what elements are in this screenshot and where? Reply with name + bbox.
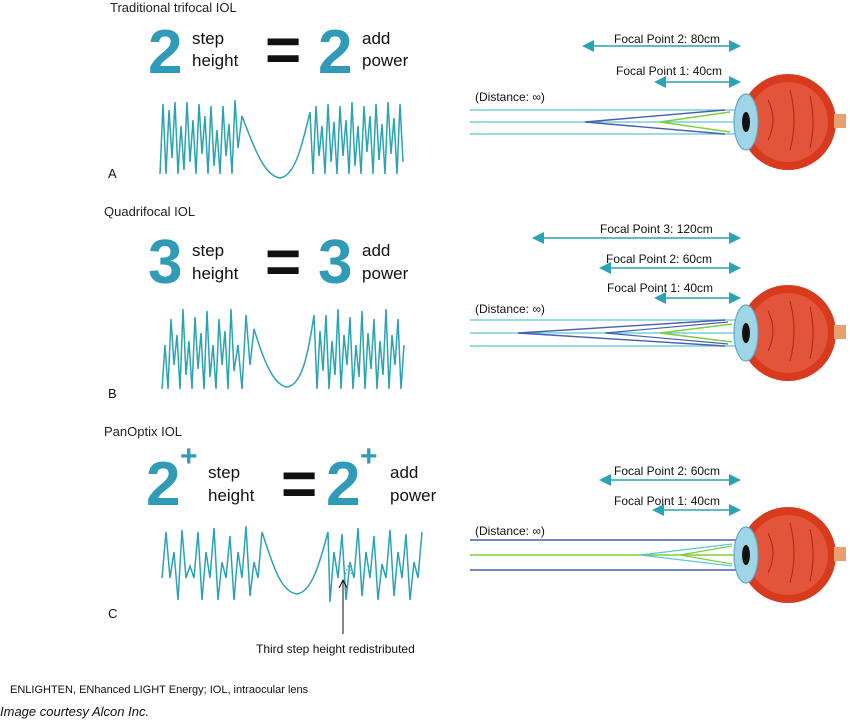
panel-b-fp1-label: Focal Point 1: 40cm [607, 281, 714, 295]
panel-b-distance-label: (Distance: ∞) [475, 302, 545, 316]
panel-a-step-label1: step [192, 29, 225, 48]
panel-c-add-plus: + [360, 440, 378, 473]
panel-b-letter: B [108, 386, 117, 401]
panel-c-step-plus: + [180, 440, 198, 473]
panel-c-equals: = [281, 450, 318, 519]
panel-c-add-label2: power [390, 486, 437, 505]
eye-a-icon [733, 74, 846, 170]
panel-b-diffractive-profile [161, 308, 405, 390]
panel-a-letter: A [108, 166, 117, 181]
panel-b-fp3-label: Focal Point 3: 120cm [600, 222, 713, 236]
panel-c-step-label1: step [208, 463, 241, 482]
panel-c-add-number: 2 [326, 450, 361, 519]
panel-a-add-number: 2 [318, 18, 353, 87]
panel-c-optics [470, 474, 846, 603]
panel-c-fp1-label: Focal Point 1: 40cm [614, 494, 721, 508]
panel-b-optics [470, 232, 846, 381]
panel-b-step-number: 3 [148, 228, 183, 297]
footer-credit: Image courtesy Alcon Inc. [0, 704, 150, 719]
panel-c-letter: C [108, 606, 118, 621]
panel-a-add-label2: power [362, 51, 409, 70]
panel-b-step-label1: step [192, 241, 225, 260]
panel-a-fp1-label: Focal Point 1: 40cm [616, 64, 723, 78]
panel-a-add-label1: add [362, 29, 391, 48]
panel-c-annotation: Third step height redistributed [256, 642, 415, 656]
panel-c-distance-label: (Distance: ∞) [475, 524, 545, 538]
panel-a-optics [470, 40, 846, 170]
panel-a-equals: = [265, 16, 302, 85]
panel-c-fp2-label: Focal Point 2: 60cm [614, 464, 721, 478]
panel-a-step-label2: height [192, 51, 239, 70]
footer-abbreviations: ENLIGHTEN, ENhanced LIGHT Energy; IOL, i… [10, 684, 309, 696]
panel-b-add-label1: add [362, 241, 391, 260]
panel-b-fp2-label: Focal Point 2: 60cm [606, 252, 713, 266]
panel-a-step-number: 2 [148, 18, 183, 87]
panel-a-diffractive-profile [159, 99, 404, 179]
eye-c-icon [733, 507, 846, 603]
panel-b-title: Quadrifocal IOL [104, 204, 196, 219]
panel-b-add-label2: power [362, 264, 409, 283]
panel-a-fp2-label: Focal Point 2: 80cm [614, 32, 721, 46]
panel-b-equals: = [265, 228, 302, 297]
panel-a-title: Traditional trifocal IOL [110, 0, 237, 15]
panel-b-add-number: 3 [318, 228, 353, 297]
eye-b-icon [733, 285, 846, 381]
panel-c-add-label1: add [390, 463, 419, 482]
panel-c-step-number: 2 [146, 450, 181, 519]
panel-c-diffractive-profile [161, 525, 423, 634]
panel-c-title: PanOptix IOL [104, 424, 183, 439]
panel-c-step-label2: height [208, 486, 255, 505]
panel-b-step-label2: height [192, 264, 239, 283]
panel-a-distance-label: (Distance: ∞) [475, 90, 545, 104]
